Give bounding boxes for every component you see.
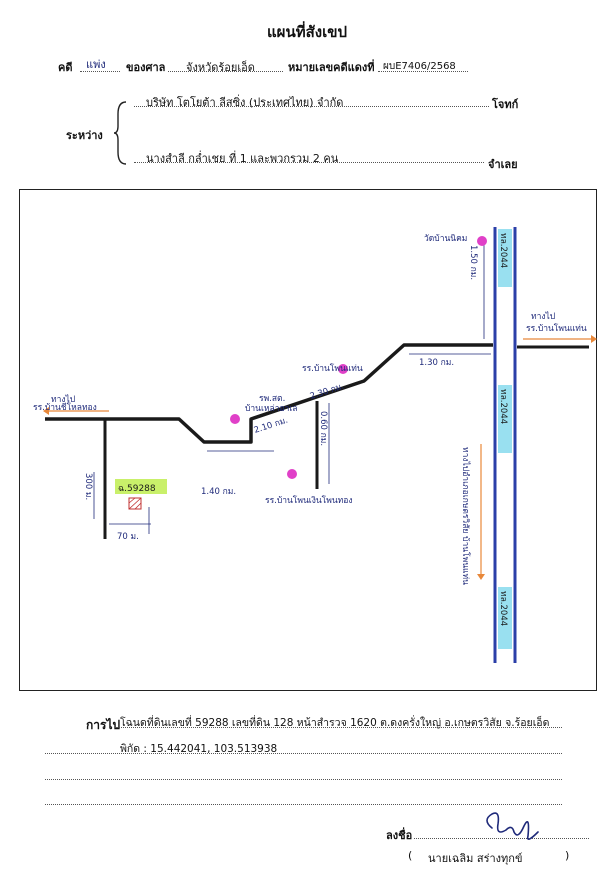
label-temple: วัดบ้านนิคม	[424, 233, 467, 244]
hospital-marker	[230, 414, 240, 424]
court-label: ของศาล	[126, 61, 166, 74]
court-name: จังหวัดร้อยเอ็ด	[186, 61, 255, 74]
label-to-right-2: รร.บ้านโพนแท่น	[526, 323, 587, 334]
parcel-hatch-2	[128, 497, 136, 504]
label-hospital-1: รพ.สต.	[259, 394, 285, 404]
coordinates-text: พิกัด : 15.442041, 103.513938	[120, 743, 278, 755]
paren-open: (	[408, 849, 413, 862]
label-parcel: ฉ.59288	[118, 484, 156, 494]
red-number: ผบE7406/2568	[383, 61, 456, 72]
brace	[113, 101, 127, 165]
parcel-label-box	[115, 479, 167, 494]
label-dist-left: 300 ม.	[83, 473, 93, 500]
red-number-label: หมายเลขคดีแดงที่	[288, 61, 375, 74]
sketch-map: วัดบ้านนิคม ทางไป รร.บ้านโพนแท่น รร.บ้าน…	[33, 227, 597, 663]
arrow-south-head	[477, 574, 485, 580]
case-type: แพ่ง	[86, 58, 106, 71]
highway-top-badge	[498, 229, 512, 287]
school-pho-thaen-marker	[338, 364, 348, 374]
label-dist-branch: 0.60 กม.	[318, 411, 328, 446]
highway-bottom-badge	[498, 587, 512, 649]
label-dist-bottom: 1.40 กม.	[201, 487, 236, 497]
label-highway-bottom: ทล.2044	[498, 591, 508, 626]
directions-label: การไป	[86, 718, 121, 732]
between-label: ระหว่าง	[66, 129, 103, 142]
case-label: คดี	[58, 61, 73, 74]
parcel-hatch-3	[134, 502, 142, 510]
label-dist-parcel: 70 ม.	[117, 532, 139, 542]
document-title: แผนที่สังเขป	[267, 23, 347, 41]
label-to-left-2: รร.บ้านชีโหลทอง	[33, 402, 97, 413]
directions-text: โฉนดที่ดินเลขที่ 59288 เลขที่ดิน 128 หน้…	[120, 717, 550, 729]
highway-mid-badge	[498, 385, 512, 453]
label-to-left-1: ทางไป	[51, 394, 75, 405]
plaintiff-role: โจทก์	[492, 98, 519, 111]
defendant-name: นางสำลี กล่ำเชย ที่ 1 และพวกรวม 2 คน	[146, 152, 339, 165]
sign-label: ลงชื่อ	[386, 829, 413, 842]
label-highway-mid: ทล.2044	[498, 389, 508, 424]
temple-marker	[477, 236, 487, 246]
label-dist-top-vertical: 1.50 กม.	[468, 245, 478, 280]
signer-name: นายเฉลิม สร่างทุกข์	[428, 852, 523, 865]
label-dist-short: 2.10 กม.	[253, 415, 289, 435]
label-to-right-1: ทางไป	[531, 311, 555, 322]
parcel-hatch-1	[128, 497, 142, 510]
label-highway-top: ทล.2044	[498, 233, 508, 268]
label-dist-diag: 2.30 กม.	[309, 381, 345, 401]
main-road	[45, 343, 493, 444]
label-hospital-2: บ้านเหล่าอาเล	[245, 403, 297, 414]
label-to-village: ทางไปอำเภอเกษตรวิสัย บ้านโพนแท่น	[460, 447, 471, 585]
defendant-role: จำเลย	[488, 158, 518, 171]
signature-mark	[486, 812, 539, 840]
paren-close: )	[565, 849, 570, 862]
arrow-west-head	[43, 407, 49, 415]
label-school-bottom: รร.บ้านโพนเงินโพนทอง	[265, 495, 353, 506]
map-frame	[19, 189, 597, 691]
school-bottom-marker	[287, 469, 297, 479]
label-dist-top-road: 1.30 กม.	[419, 358, 454, 368]
plaintiff-name: บริษัท โตโยต้า ลีสซิ่ง (ประเทศไทย) จำกัด	[146, 96, 344, 109]
label-school-pho-thaen: รร.บ้านโพนแท่น	[302, 363, 363, 374]
arrow-east-head	[591, 335, 597, 343]
